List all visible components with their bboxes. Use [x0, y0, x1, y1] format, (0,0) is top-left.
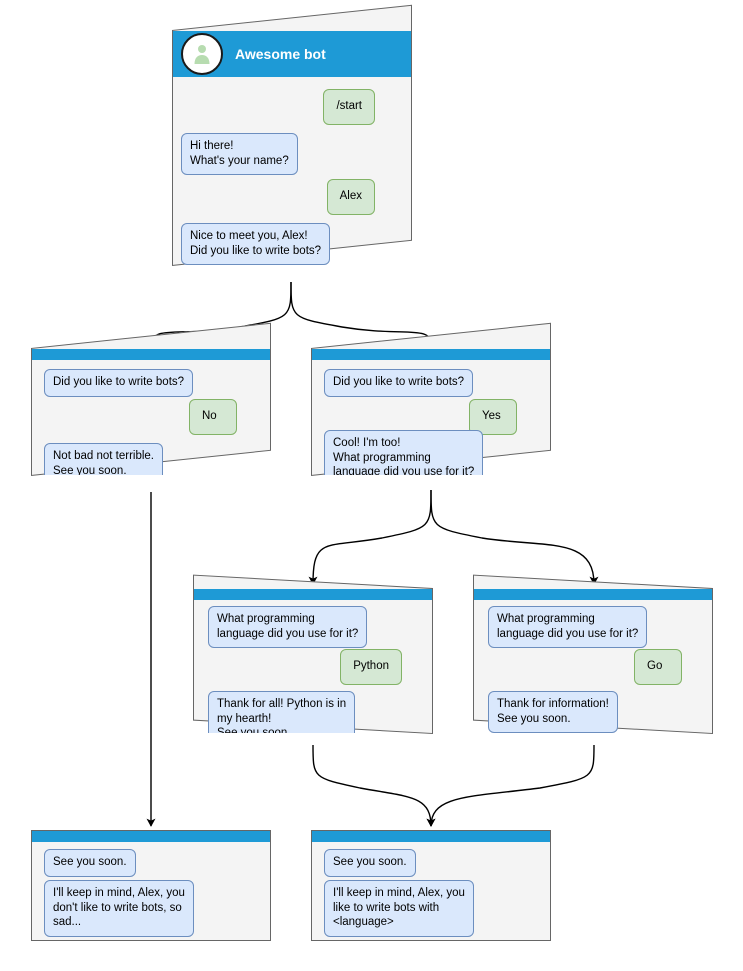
bot-message-bubble: Did you like to write bots? — [44, 369, 194, 397]
user-message-bubble: /start — [323, 89, 375, 125]
bot-message-bubble: Not bad not terrible. See you soon. — [44, 443, 164, 475]
user-message-bubble: Go — [634, 649, 682, 685]
node-no-content: Did you like to write bots? No Not bad n… — [31, 348, 271, 476]
message-row: Cool! I'm too! What programming language… — [324, 430, 544, 475]
message-row: Thank for information! See you soon. — [488, 691, 706, 733]
message-row: Not bad not terrible. See you soon. — [44, 443, 264, 475]
message-row: Thank for all! Python is in my hearth! S… — [208, 691, 426, 733]
message-row: Did you like to write bots? — [44, 369, 264, 397]
bot-message-bubble: I'll keep in mind, Alex, you don't like … — [44, 880, 194, 937]
person-avatar-icon — [181, 33, 223, 75]
message-row: What programming language did you use fo… — [488, 606, 706, 648]
node-python-content: What programming language did you use fo… — [193, 588, 433, 734]
bot-title: Awesome bot — [235, 46, 326, 62]
bot-message-bubble: Thank for information! See you soon. — [488, 691, 618, 733]
message-row: No — [38, 399, 237, 435]
titlebar-end-happy — [312, 831, 550, 842]
message-row: I'll keep in mind, Alex, you like to wri… — [324, 880, 544, 937]
chat-area-go-branch: What programming language did you use fo… — [474, 600, 712, 733]
node-no-branch[interactable]: Did you like to write bots? No Not bad n… — [31, 322, 271, 476]
node-yes-branch[interactable]: Did you like to write bots? Yes Cool! I'… — [311, 322, 551, 476]
message-row: See you soon. — [44, 849, 264, 877]
message-row: Go — [480, 649, 682, 685]
node-root-conversation[interactable]: Awesome bot /start Hi there! What's your… — [172, 4, 412, 266]
titlebar-end-sad — [32, 831, 270, 842]
bot-message-bubble: Cool! I'm too! What programming language… — [324, 430, 484, 475]
titlebar-root: Awesome bot — [173, 31, 411, 77]
message-row: Hi there! What's your name? — [181, 133, 405, 175]
node-go-branch[interactable]: What programming language did you use fo… — [473, 574, 713, 734]
bot-message-bubble: Did you like to write bots? — [324, 369, 474, 397]
node-end-sad-content: See you soon. I'll keep in mind, Alex, y… — [31, 830, 271, 941]
chat-area-yes-branch: Did you like to write bots? Yes Cool! I'… — [312, 360, 550, 475]
edge-yes-to-go — [430, 489, 599, 585]
titlebar-no-branch — [32, 349, 270, 360]
node-yes-content: Did you like to write bots? Yes Cool! I'… — [311, 348, 551, 476]
node-end-happy[interactable]: See you soon. I'll keep in mind, Alex, y… — [311, 830, 551, 941]
message-row: Alex — [179, 179, 375, 215]
edge-go-to-end — [426, 744, 595, 827]
edge-yes-to-python — [308, 489, 432, 585]
message-row: What programming language did you use fo… — [208, 606, 426, 648]
user-message-bubble: Python — [340, 649, 402, 685]
bot-message-bubble: I'll keep in mind, Alex, you like to wri… — [324, 880, 474, 937]
message-row: Python — [200, 649, 402, 685]
node-root-content: Awesome bot /start Hi there! What's your… — [172, 30, 412, 266]
user-message-bubble: Alex — [326, 179, 375, 215]
user-message-bubble: No — [189, 399, 237, 435]
bot-message-bubble: See you soon. — [324, 849, 416, 877]
bot-message-bubble: What programming language did you use fo… — [208, 606, 368, 648]
message-row: Nice to meet you, Alex! Did you like to … — [181, 223, 405, 265]
message-row: Yes — [318, 399, 517, 435]
message-row: Did you like to write bots? — [324, 369, 544, 397]
chat-area-no-branch: Did you like to write bots? No Not bad n… — [32, 360, 270, 475]
titlebar-python-branch — [194, 589, 432, 600]
bot-message-bubble: What programming language did you use fo… — [488, 606, 648, 648]
chat-area-end-happy: See you soon. I'll keep in mind, Alex, y… — [312, 842, 550, 940]
message-row: See you soon. — [324, 849, 544, 877]
bot-message-bubble: Hi there! What's your name? — [181, 133, 298, 175]
edge-python-to-end — [312, 744, 436, 827]
user-message-bubble: Yes — [469, 399, 517, 435]
chat-area-end-sad: See you soon. I'll keep in mind, Alex, y… — [32, 842, 270, 940]
bot-message-bubble: Nice to meet you, Alex! Did you like to … — [181, 223, 331, 265]
titlebar-yes-branch — [312, 349, 550, 360]
node-end-happy-content: See you soon. I'll keep in mind, Alex, y… — [311, 830, 551, 941]
node-go-content: What programming language did you use fo… — [473, 588, 713, 734]
edge-root-to-yes — [290, 281, 436, 345]
chat-area-root: /start Hi there! What's your name? Alex … — [173, 77, 411, 265]
node-python-branch[interactable]: What programming language did you use fo… — [193, 574, 433, 734]
titlebar-go-branch — [474, 589, 712, 600]
message-row: /start — [179, 89, 375, 125]
bot-message-bubble: Thank for all! Python is in my hearth! S… — [208, 691, 356, 733]
message-row: I'll keep in mind, Alex, you don't like … — [44, 880, 264, 937]
chat-area-python-branch: What programming language did you use fo… — [194, 600, 432, 733]
node-end-sad[interactable]: See you soon. I'll keep in mind, Alex, y… — [31, 830, 271, 941]
bot-message-bubble: See you soon. — [44, 849, 136, 877]
